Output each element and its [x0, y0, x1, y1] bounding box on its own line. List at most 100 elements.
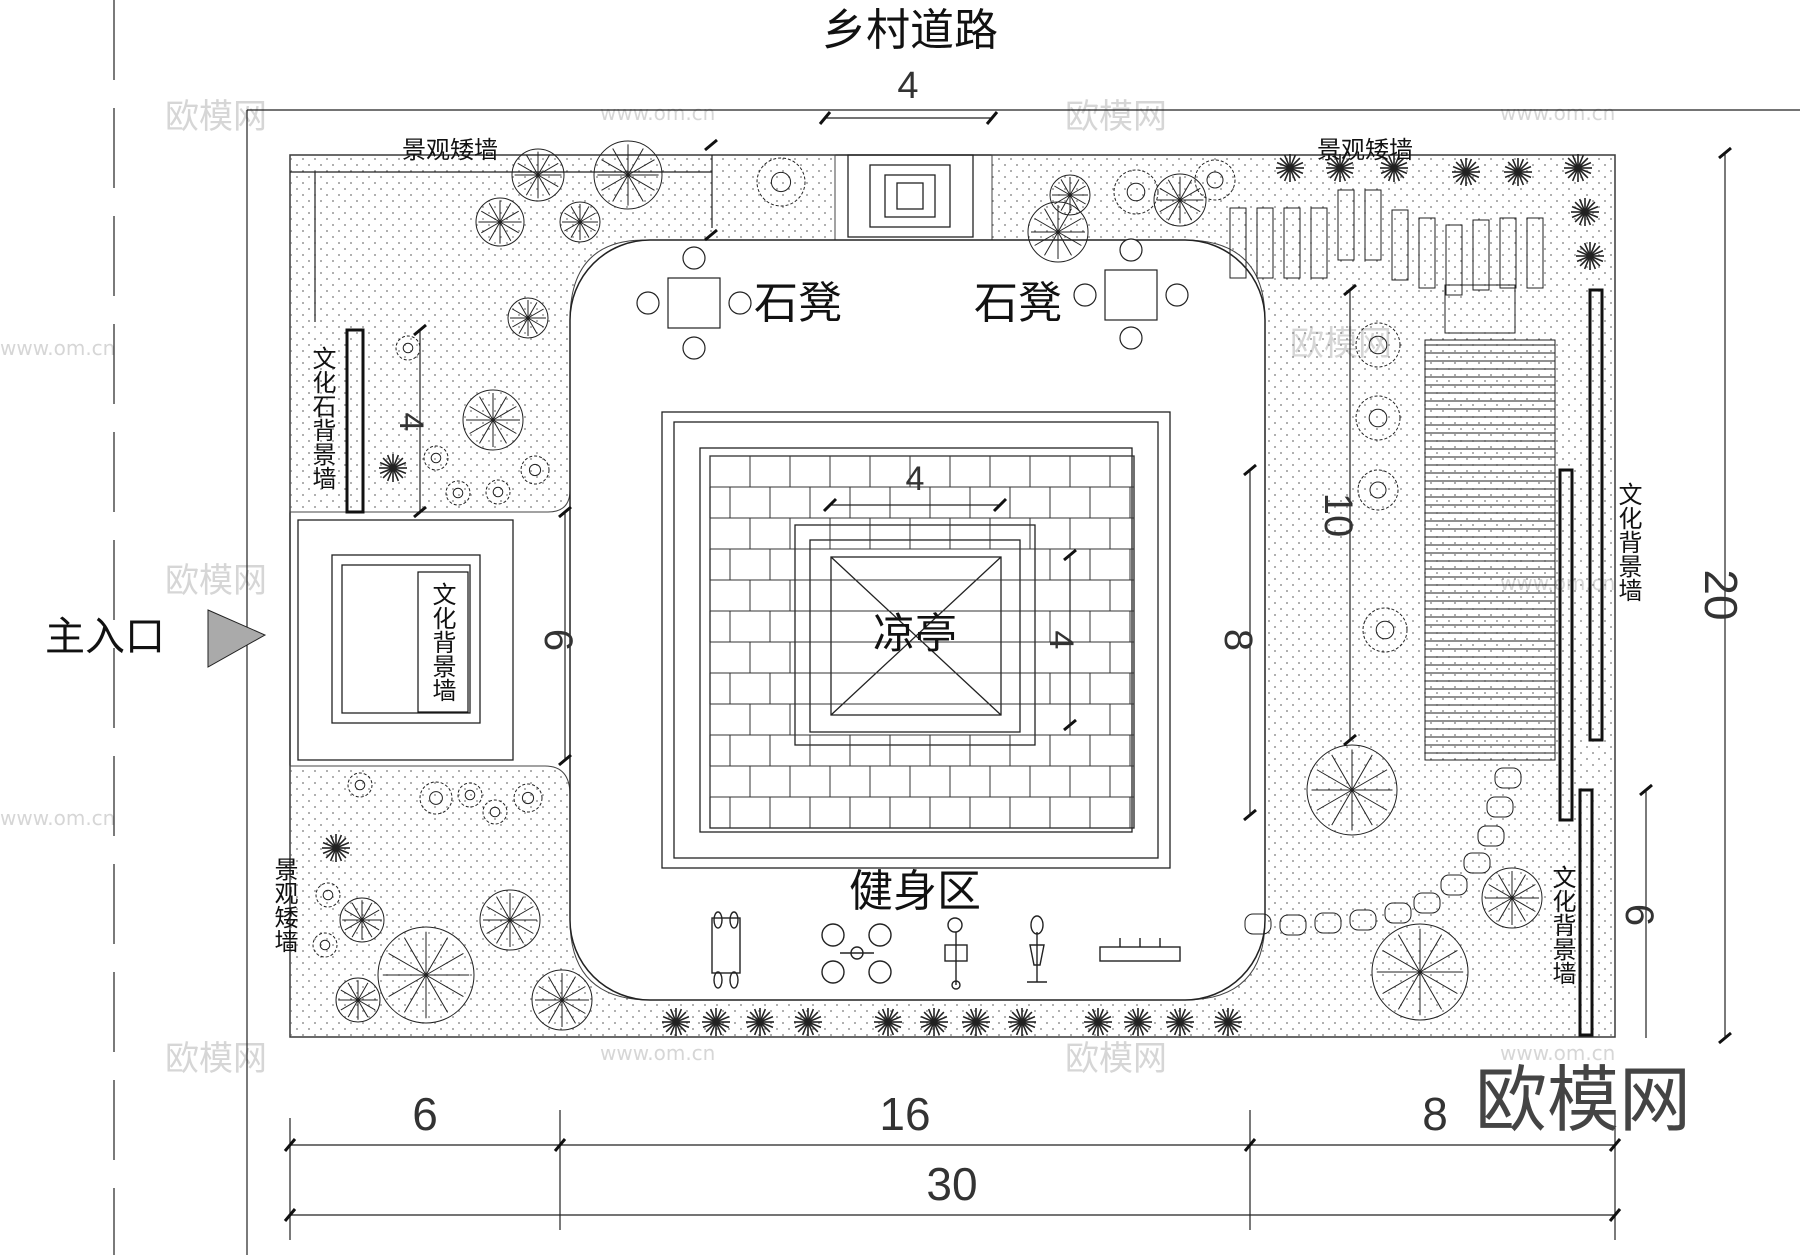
shrub-icon	[419, 781, 453, 815]
palm-icon	[1564, 154, 1592, 182]
tree-icon	[475, 197, 525, 247]
culture-stone-wall-bar	[345, 328, 365, 514]
plan-title: 乡村道路	[822, 5, 998, 56]
palm-icon	[1571, 198, 1599, 226]
central-plaza	[569, 239, 1266, 1001]
label-landscape-wall-left-bottom: 景观矮墙	[270, 857, 298, 953]
shrub-icon	[756, 157, 806, 207]
palm-icon	[1008, 1008, 1036, 1036]
tree-icon	[339, 897, 385, 943]
area-labels: 乡村道路 主入口 凉亭 石凳 石凳 健身区 景观矮墙 景观矮墙 景观矮墙 文化石…	[45, 5, 1642, 985]
shrub-icon	[485, 479, 511, 505]
shrub-icon	[445, 480, 471, 506]
stone-bench-set-left	[636, 246, 752, 360]
shrub-icon	[482, 799, 508, 825]
shrub-icon	[347, 772, 373, 798]
entrance-gate	[847, 154, 974, 238]
shrub-icon	[315, 882, 341, 908]
label-main-entrance: 主入口	[45, 614, 165, 660]
shrub-icon	[513, 783, 543, 813]
tree-icon	[1153, 173, 1207, 227]
label-culture-stone-wall: 文化石背景墙	[308, 346, 336, 490]
main-entrance-arrow-icon	[207, 609, 267, 668]
tree-icon	[531, 969, 593, 1031]
palm-icon	[1380, 154, 1408, 182]
fitness-waist-icon	[944, 917, 968, 990]
tree-icon	[1306, 744, 1398, 836]
shrub-icon	[520, 455, 550, 485]
fitness-rotator-icon	[821, 923, 892, 984]
label-landscape-wall-top-left: 景观矮墙	[402, 136, 498, 164]
left-feature-block	[297, 519, 514, 761]
shrub-icon	[1355, 395, 1401, 441]
watermark-logo: 欧模网	[165, 561, 267, 601]
palm-icon	[920, 1008, 948, 1036]
shrub-icon	[457, 782, 483, 808]
label-culture-wall-right-upper: 文化背景墙	[1614, 482, 1642, 602]
dim-pavilion-top: 4	[906, 460, 925, 498]
watermark-url: www.om.cn	[0, 806, 115, 830]
dimension-lines	[289, 117, 1726, 1240]
tree-icon	[377, 926, 475, 1024]
dim-pavilion-right: 4	[1042, 631, 1080, 650]
shrub-icon	[1113, 169, 1159, 215]
watermark-url: www.om.cn	[1500, 101, 1615, 125]
stone-bench-set-right	[1073, 238, 1189, 350]
dim-bottom-left: 6	[412, 1088, 438, 1140]
palm-icon	[1452, 158, 1480, 186]
boardwalk	[1229, 189, 1556, 936]
watermark-logo: 欧模网	[1065, 1039, 1167, 1079]
shrub-icon	[312, 932, 338, 958]
tree-icon	[593, 140, 663, 210]
tree-icon	[462, 389, 524, 451]
tree-icon	[559, 201, 601, 243]
tree-icon	[507, 297, 549, 339]
watermark-url: www.om.cn	[600, 1041, 715, 1065]
tree-icon	[1371, 923, 1469, 1021]
label-culture-wall-right-lower: 文化背景墙	[1548, 865, 1576, 985]
dimension-ticks	[283, 111, 1732, 1222]
label-pavilion: 凉亭	[873, 609, 957, 658]
culture-wall-left-bar	[417, 571, 469, 713]
watermark-logo: 欧模网	[1065, 97, 1167, 137]
label-stone-bench-left: 石凳	[754, 278, 842, 329]
dim-right-path: 10	[1316, 493, 1360, 538]
shrub-icon	[1357, 469, 1399, 511]
dim-bottom-middle: 16	[879, 1088, 930, 1140]
label-landscape-wall-top-right: 景观矮墙	[1317, 136, 1413, 164]
fitness-equipment	[711, 911, 1181, 990]
watermark-logo-large: 欧模网	[1475, 1058, 1691, 1142]
palm-icon	[1326, 154, 1354, 182]
palm-icon	[1084, 1008, 1112, 1036]
watermark-url: www.om.cn	[600, 101, 715, 125]
label-fitness-area: 健身区	[849, 866, 981, 917]
dim-left-middle: 6	[536, 629, 580, 651]
palm-icon	[1576, 242, 1604, 270]
shrub-icon	[1362, 607, 1408, 653]
landscape-wall-top-left	[290, 155, 713, 322]
dimension-labels: 4 6 16 8 30 20 6 6 8 10 4 4 4	[392, 65, 1747, 1210]
palm-icon	[1166, 1008, 1194, 1036]
tree-icon	[479, 889, 541, 951]
watermark-logo: 欧模网	[165, 1039, 267, 1079]
dim-bottom-right: 8	[1422, 1088, 1448, 1140]
palm-icon	[794, 1008, 822, 1036]
fitness-bike-icon	[711, 911, 741, 989]
palm-icon	[962, 1008, 990, 1036]
dim-top-road: 4	[897, 65, 918, 107]
road-lines	[113, 0, 1800, 1255]
dim-total-height: 20	[1695, 569, 1747, 620]
shrub-icon	[1194, 159, 1236, 201]
label-culture-wall-left: 文化背景墙	[428, 582, 456, 702]
palm-icon	[746, 1008, 774, 1036]
palm-icon	[662, 1008, 690, 1036]
fitness-bar-icon	[1099, 938, 1181, 962]
label-stone-bench-right: 石凳	[974, 278, 1062, 329]
dim-total-width: 30	[926, 1158, 977, 1210]
plants	[312, 140, 1604, 1036]
palm-icon	[379, 454, 407, 482]
palm-icon	[1504, 158, 1532, 186]
watermark-url: www.om.cn	[0, 336, 115, 360]
palm-icon	[1276, 154, 1304, 182]
